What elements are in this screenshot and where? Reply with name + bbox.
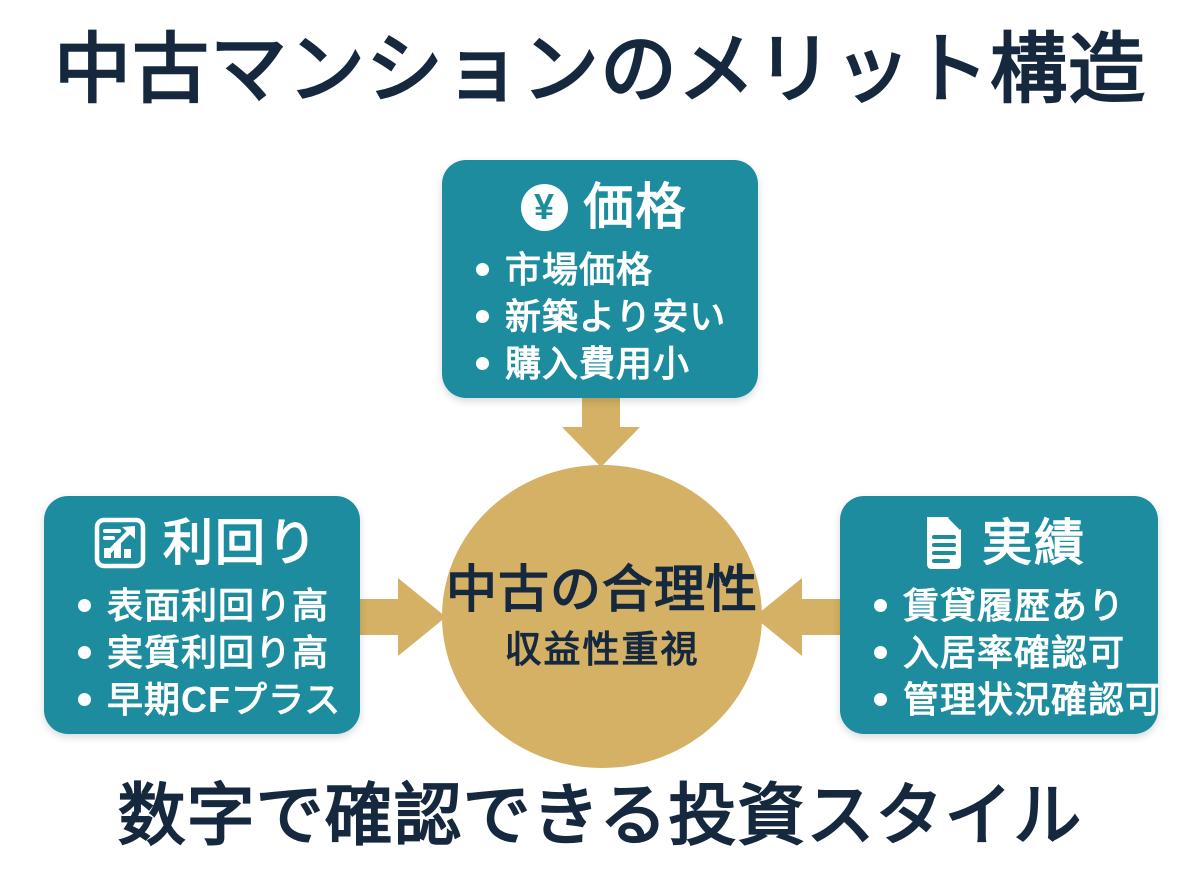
arrow-down-icon [562,397,640,467]
yield-bullet-item: 表面利回り高 [78,582,340,629]
bullet-dot-icon [476,263,489,276]
track-record-box-header: 実績 [868,514,1138,572]
price-bullet-item: 市場価格 [476,246,738,293]
yield-box-title: 利回り [163,515,319,571]
document-icon [927,515,963,569]
yen-icon: ¥ [520,183,568,231]
price-box-header: ¥ 価格 [470,178,738,236]
yield-box-header: 利回り [72,514,340,572]
arrow-left-icon [754,578,842,656]
track-record-bullet-item: 賃貸履歴あり [874,582,1138,629]
bullet-dot-icon [874,599,887,612]
price-bullet-list: 市場価格 新築より安い 購入費用小 [470,246,738,387]
bullet-dot-icon [78,693,91,706]
arrow-right-icon [358,578,446,656]
yield-bullet-item: 早期CFプラス [78,676,340,723]
yen-glyph: ¥ [533,186,555,227]
track-record-box: 実績 賃貸履歴あり 入居率確認可 管理状況確認可 [840,496,1161,734]
bullet-dot-icon [78,599,91,612]
page-title: 中古マンションのメリット構造 [54,27,1146,113]
center-sub-label: 収益性重視 [504,629,700,671]
yield-bullet-list: 表面利回り高 実質利回り高 早期CFプラス [72,582,340,723]
center-main-label: 中古の合理性 [445,561,758,619]
yield-box: 利回り 表面利回り高 実質利回り高 早期CFプラス [44,496,360,734]
bullet-dot-icon [874,646,887,659]
track-record-bullet-list: 賃貸履歴あり 入居率確認可 管理状況確認可 [868,582,1161,723]
bullet-dot-icon [874,693,887,706]
track-record-box-title: 実績 [982,515,1086,571]
track-record-bullet-item: 入居率確認可 [874,629,1138,676]
bullet-dot-icon [78,646,91,659]
bullet-dot-icon [476,357,489,370]
price-bullet-item: 新築より安い [476,293,738,340]
yield-bullet-item: 実質利回り高 [78,629,340,676]
track-record-bullet-item: 管理状況確認可 [874,676,1161,723]
price-box-title: 価格 [583,179,688,235]
chart-icon [94,517,146,569]
price-box: ¥ 価格 市場価格 新築より安い 購入費用小 [442,160,758,398]
price-bullet-item: 購入費用小 [476,340,738,387]
footer-tagline: 数字で確認できる投資スタイル [117,778,1083,854]
bullet-dot-icon [476,310,489,323]
center-circle: 中古の合理性 収益性重視 [442,465,762,768]
